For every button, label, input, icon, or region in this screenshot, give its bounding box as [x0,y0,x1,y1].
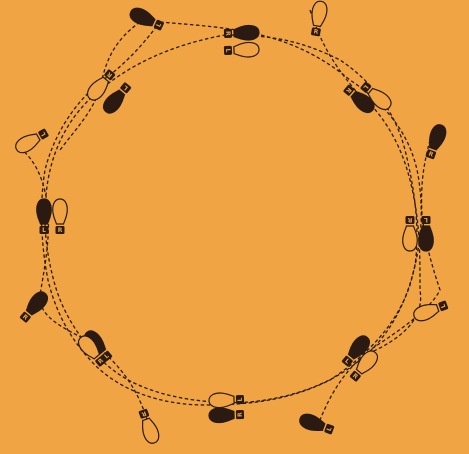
sole-shape [426,123,448,151]
footprint-outline: R [136,407,162,445]
footprint-filled: L [298,412,336,438]
footprint-filled: R [209,407,244,423]
footprint-filled: R [423,123,449,161]
foot-letter-label: R [224,31,231,36]
footprint-outline: R [308,0,328,37]
foot-letter-label: R [407,216,412,223]
footprint-outline: L [224,42,259,58]
sole-shape [234,25,259,40]
foot-letter-label: L [237,397,244,401]
dashed-step-paths [20,10,440,430]
footprint-filled: L [37,199,51,234]
sole-shape [310,0,329,27]
sole-shape [412,301,440,323]
sole-shape [37,199,51,224]
footprint-outline: R [403,216,417,251]
foot-letter-label: L [224,48,231,52]
footprint-outline: L [209,392,244,408]
footprint-outline: L [412,298,450,324]
dashed-step-path [20,148,150,430]
sole-shape [209,408,234,423]
footprint-outline: L [13,126,51,156]
sole-shape [24,289,51,317]
footprint-filled: R [224,25,259,41]
sole-shape [403,226,417,251]
foot-letter-label: R [237,412,244,417]
footprint-filled: R [17,289,51,325]
sole-shape [209,393,234,408]
footprint-outline: R [53,199,67,234]
sole-shape [128,5,157,29]
foot-letter-label: L [424,216,428,223]
sole-shape [53,199,67,224]
sole-shape [234,42,259,57]
footprint-filled: L [128,5,166,33]
foot-letter-label: L [42,227,46,234]
sole-shape [419,226,433,251]
sole-shape [13,131,42,156]
sole-shape [139,417,161,445]
foot-letter-label: R [58,227,63,234]
